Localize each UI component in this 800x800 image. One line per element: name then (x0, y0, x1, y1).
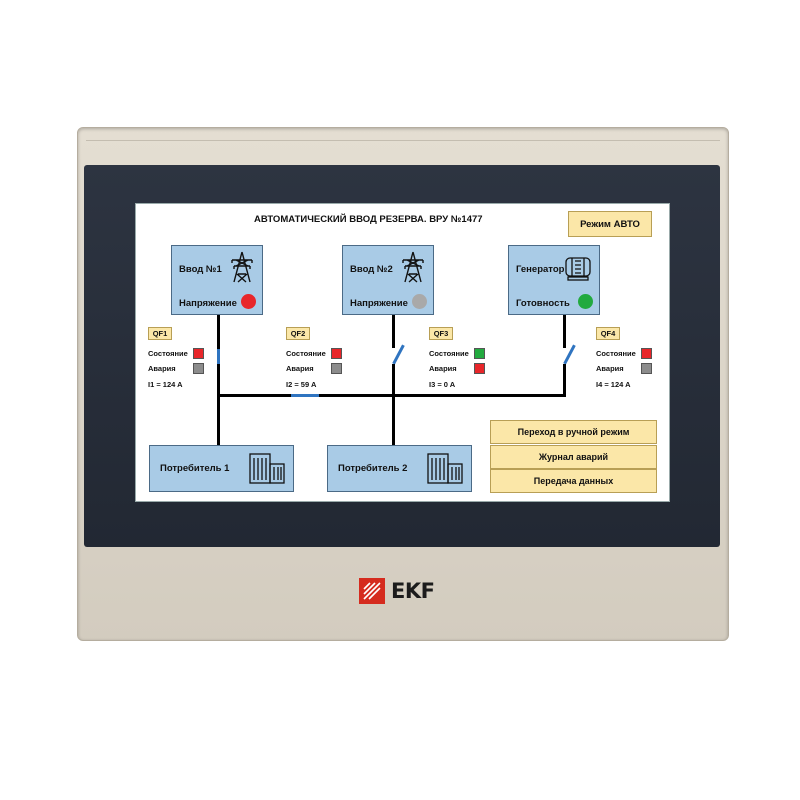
breaker-alarm-label: Авария (429, 364, 457, 373)
bus-right (319, 394, 566, 397)
data-transfer-button[interactable]: Передача данных (490, 469, 657, 493)
feeder-wire-3-lower (563, 364, 566, 397)
source-name: Генератор (516, 264, 565, 275)
load-wire-2 (392, 397, 395, 445)
source-name: Ввод №2 (350, 264, 393, 275)
breaker-alarm-indicator (474, 363, 485, 374)
load-wire-1 (217, 397, 220, 445)
breaker-current: I2 = 59 A (286, 380, 317, 389)
breaker-alarm-indicator (641, 363, 652, 374)
generator-icon (565, 257, 591, 281)
breaker-state-label: Состояние (596, 349, 636, 358)
source-status-lamp (578, 294, 593, 309)
bus-coupler-qf2 (291, 394, 319, 397)
breaker-alarm-indicator (193, 363, 204, 374)
breaker-state-label: Состояние (148, 349, 188, 358)
breaker-alarm-label: Авария (148, 364, 176, 373)
source-generator[interactable]: Генератор Готовность (508, 245, 600, 315)
source-status-lamp (241, 294, 256, 309)
breaker-state-label: Состояние (429, 349, 469, 358)
breaker-alarm-label: Авария (596, 364, 624, 373)
source-status-label: Готовность (516, 298, 570, 309)
breaker-tag: QF4 (596, 327, 620, 340)
housing-edge-line (86, 140, 720, 141)
manual-mode-button[interactable]: Переход в ручной режим (490, 420, 657, 444)
auto-mode-button[interactable]: Режим АВТО (568, 211, 652, 237)
source-status-label: Напряжение (350, 298, 408, 309)
feeder-wire-2-lower (392, 364, 395, 397)
screen-title: АВТОМАТИЧЕСКИЙ ВВОД РЕЗЕРВА. ВРУ №1477 (254, 214, 483, 225)
brand-name: EKF (391, 579, 435, 603)
source-name: Ввод №1 (179, 264, 222, 275)
consumer-name: Потребитель 1 (160, 463, 230, 474)
breaker-state-indicator (331, 348, 342, 359)
breaker-contact-qf1 (217, 349, 220, 364)
brand-logo: EKF (359, 578, 449, 604)
breaker-tag: QF3 (429, 327, 453, 340)
breaker-current: I4 = 124 A (596, 380, 631, 389)
hmi-screen: АВТОМАТИЧЕСКИЙ ВВОД РЕЗЕРВА. ВРУ №1477 Р… (135, 203, 670, 502)
building-icon (249, 453, 285, 484)
building-icon (427, 453, 463, 484)
breaker-tag: QF2 (286, 327, 310, 340)
breaker-current: I1 = 124 A (148, 380, 183, 389)
breaker-current: I3 = 0 A (429, 380, 456, 389)
breaker-state-indicator (474, 348, 485, 359)
alarm-log-button[interactable]: Журнал аварий (490, 445, 657, 469)
breaker-state-indicator (641, 348, 652, 359)
consumer-1[interactable]: Потребитель 1 (149, 445, 294, 492)
breaker-state-label: Состояние (286, 349, 326, 358)
feeder-wire-1 (217, 313, 220, 349)
feeder-wire-2 (392, 313, 395, 348)
breaker-alarm-label: Авария (286, 364, 314, 373)
power-pylon-icon (402, 251, 424, 283)
source-status-label: Напряжение (179, 298, 237, 309)
consumer-2[interactable]: Потребитель 2 (327, 445, 472, 492)
feeder-wire-1-lower (217, 364, 220, 397)
breaker-alarm-indicator (331, 363, 342, 374)
breaker-tag: QF1 (148, 327, 172, 340)
breaker-state-indicator (193, 348, 204, 359)
consumer-name: Потребитель 2 (338, 463, 408, 474)
brand-mark-icon (359, 578, 385, 604)
bus-left (217, 394, 291, 397)
source-input-1[interactable]: Ввод №1 Напряжение (171, 245, 263, 315)
feeder-wire-3 (563, 313, 566, 348)
power-pylon-icon (231, 251, 253, 283)
source-input-2[interactable]: Ввод №2 Напряжение (342, 245, 434, 315)
source-status-lamp (412, 294, 427, 309)
